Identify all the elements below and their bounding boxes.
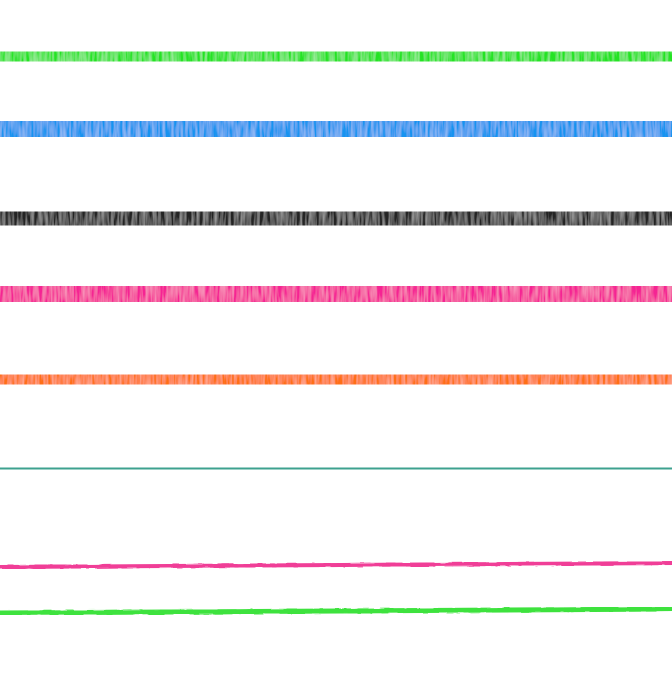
blue-thick-stroke xyxy=(0,107,672,151)
pink-thick-stroke xyxy=(0,272,672,316)
black-thick-stroke xyxy=(0,197,672,240)
orange-thick-stroke xyxy=(0,359,672,400)
green-thin-stroke xyxy=(0,606,672,616)
green-thick-stroke xyxy=(0,35,672,78)
pink-thin-stroke xyxy=(0,561,672,569)
teal-thin-stroke xyxy=(0,465,672,472)
